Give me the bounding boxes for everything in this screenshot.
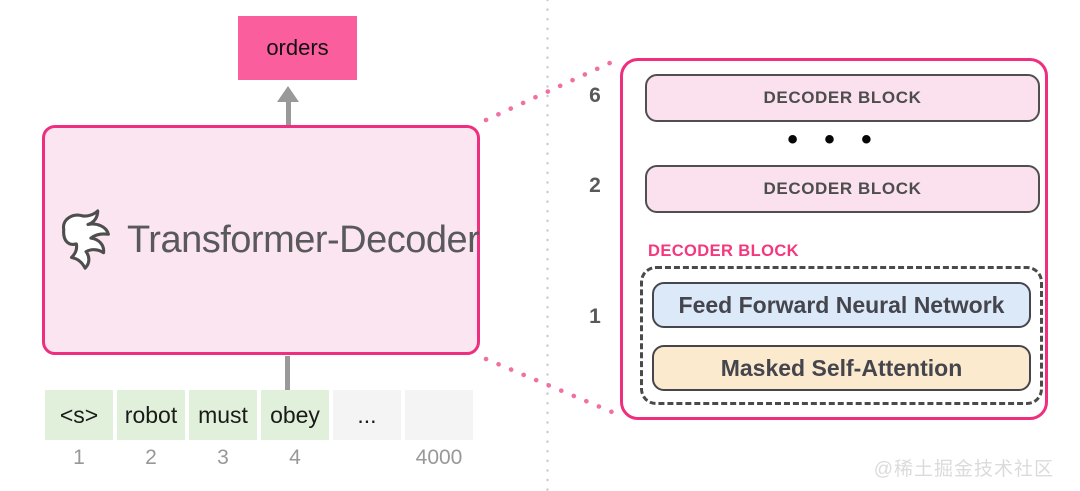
- token-index: [333, 446, 401, 470]
- transformer-decoder-box: Transformer-Decoder: [42, 125, 480, 355]
- masked-self-attention-box: Masked Self-Attention: [652, 345, 1031, 391]
- token-index: 3: [217, 446, 229, 469]
- token-cell: robot: [117, 390, 185, 440]
- token-index-row: 1 2 3 4 4000: [45, 446, 473, 470]
- arrow-head: [277, 86, 299, 102]
- output-token-box: orders: [238, 16, 357, 80]
- decoder-block-expanded-label: DECODER BLOCK: [648, 242, 799, 260]
- watermark-text: @稀土掘金技术社区: [873, 459, 1054, 480]
- decoder-block-expanded-box: Feed Forward Neural Network Masked Self-…: [640, 266, 1043, 405]
- stack-ellipsis: • • •: [787, 123, 881, 156]
- token-index: 4000: [415, 446, 463, 469]
- token-cell-empty: [405, 390, 473, 440]
- arrow-stem: [285, 100, 291, 126]
- token-index: 2: [145, 446, 157, 469]
- main-box-title: Transformer-Decoder: [127, 218, 480, 261]
- token-cell-ellipsis: ...: [333, 390, 401, 440]
- decoder-block-2: DECODER BLOCK: [645, 165, 1040, 213]
- token-index: 1: [73, 446, 85, 469]
- layer-number-1: 1: [589, 305, 601, 328]
- layer-number-2: 2: [589, 174, 601, 197]
- token-cell: obey: [261, 390, 329, 440]
- token-cell: must: [189, 390, 257, 440]
- zoom-connector-bottom-line: [483, 356, 615, 415]
- layer-number-6: 6: [589, 84, 601, 107]
- token-row: <s> robot must obey ...: [45, 390, 473, 440]
- feed-forward-box: Feed Forward Neural Network: [652, 282, 1031, 328]
- decoder-stack-panel: DECODER BLOCK • • • DECODER BLOCK DECODE…: [620, 58, 1048, 420]
- input-connector-line: [285, 356, 290, 391]
- token-index: 4: [289, 446, 301, 469]
- token-cell: <s>: [45, 390, 113, 440]
- transformer-logo-icon: [62, 209, 110, 270]
- arrow-up-icon: [277, 86, 299, 126]
- decoder-block-6: DECODER BLOCK: [645, 74, 1040, 122]
